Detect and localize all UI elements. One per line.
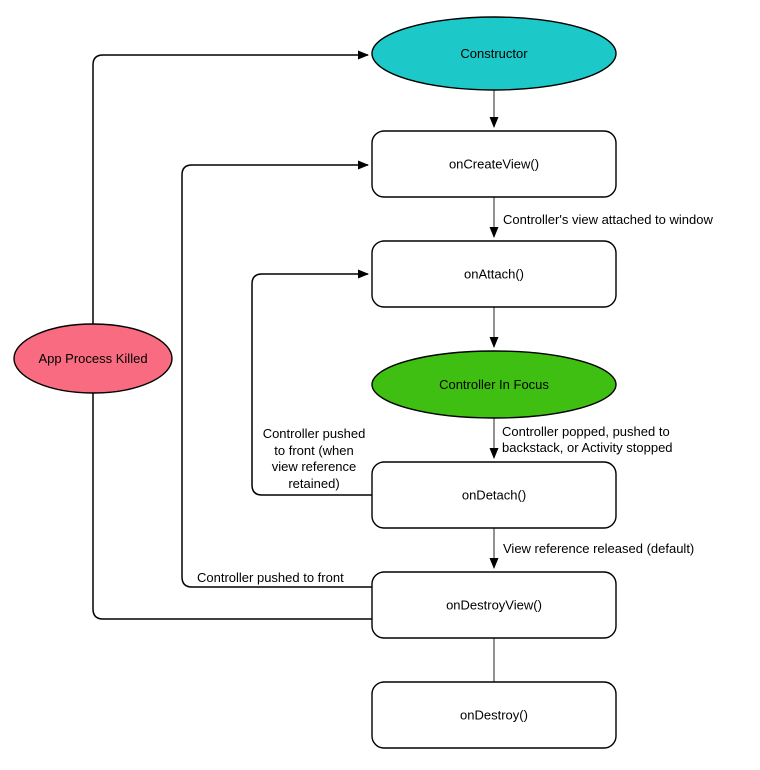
node-oncreateview: onCreateView() [371,130,617,198]
ondestroyview-box [371,571,617,639]
edge-label-pushed-front: Controller pushed to front [197,570,344,585]
edge-ondestroyview-to-oncreateview-loop [181,160,372,588]
app-process-killed-label: App Process Killed [38,351,147,366]
node-ondestroyview: onDestroyView() [371,571,617,639]
ondestroy-label: onDestroy() [460,708,528,723]
node-constructor: Constructor [371,16,617,91]
edge-label-pushed-front-retained-line-4: retained) [288,476,339,491]
onattach-box [371,240,617,308]
edge-label-view-attached: Controller's view attached to window [503,212,713,227]
ondestroy-box [371,681,617,749]
edge-label-pushed-front-retained-line-2: to front (when [274,443,354,458]
node-ondestroy: onDestroy() [371,681,617,749]
nodes-layer: Constructor onCreateView() onAttach() Co… [13,16,617,749]
oncreateview-box [371,130,617,198]
node-ondetach: onDetach() [371,461,617,529]
constructor-label: Constructor [460,46,528,61]
controller-in-focus-ellipse [371,350,617,419]
edge-label-view-released: View reference released (default) [503,541,694,556]
app-process-killed-ellipse [13,323,173,394]
edge-label-pushed-front-retained-line-3: view reference [272,459,357,474]
edge-label-popped-line-1: Controller popped, pushed to [502,424,670,439]
onattach-label: onAttach() [464,267,524,282]
ondetach-box [371,461,617,529]
node-app-process-killed: App Process Killed [13,323,173,394]
ondetach-label: onDetach() [462,488,526,503]
node-onattach: onAttach() [371,240,617,308]
edge-labels-layer: Controller's view attached to window Con… [197,212,713,585]
edge-label-pushed-front-retained-line-1: Controller pushed [263,426,366,441]
ondestroyview-label: onDestroyView() [446,598,542,613]
edge-label-popped-line-2: backstack, or Activity stopped [502,440,673,455]
node-controller-in-focus: Controller In Focus [371,350,617,419]
edge-ondetach-to-onattach-loop [251,269,372,496]
controller-in-focus-label: Controller In Focus [439,377,549,392]
oncreateview-label: onCreateView() [449,157,539,172]
constructor-ellipse [371,16,617,91]
